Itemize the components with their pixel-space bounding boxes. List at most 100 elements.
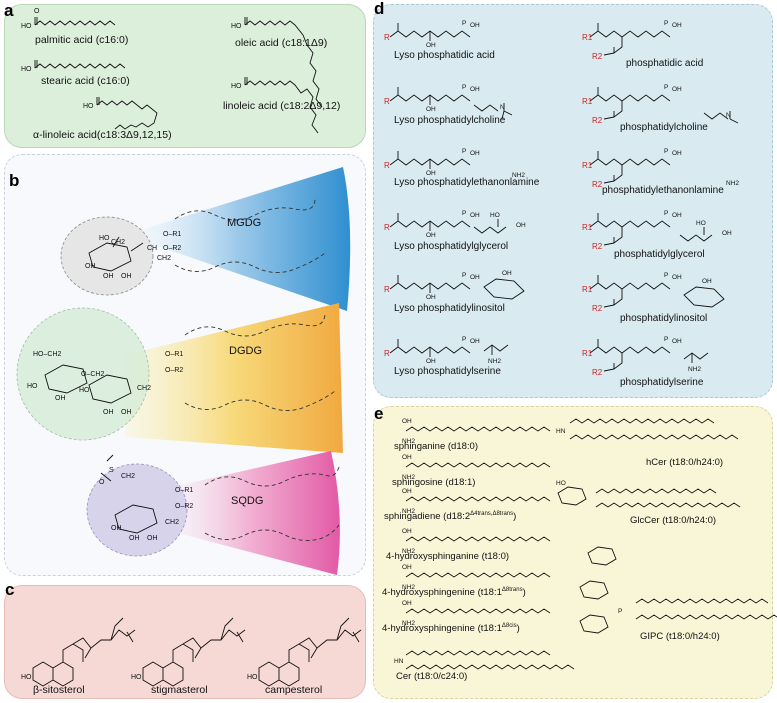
atom-oh: OH [672,274,682,281]
lipid-label-dgdg: DGDG [229,345,262,357]
atom-oh: OH [502,270,512,277]
atom-nh2: NH2 [402,548,415,555]
panel-label-b: b [9,171,20,190]
atom-r1: R1 [582,33,593,42]
atom-ho: HO [231,83,242,90]
dgdg-head-circle [16,307,150,441]
atom-oh: OH [672,22,682,29]
cer-fatty-acid-chain [405,664,575,670]
atom-oh: OH [672,86,682,93]
lyso-skeleton-1 [389,87,471,105]
sphingoid-chain-3 [405,536,551,542]
lyso-skeleton-4 [389,275,471,293]
sphingoid-chain-5 [405,608,551,614]
mgdg-head-circle [60,216,154,296]
atom-ch2: CH2 [111,239,126,246]
lyso-skeleton-2 [389,151,471,169]
glccer-fatty-acid-chain [595,502,741,508]
atom-ho: HO [21,674,32,681]
sphingoid-label-5: 4-hydroxysphingenine (t18:1Δ8cis) [382,623,520,635]
atom-p: P [664,148,668,155]
lyso-label-0: Lyso phosphatidic acid [394,50,495,61]
diacyl-glycerol-head [679,227,713,242]
diacyl-serine-head [683,352,709,363]
lipid-label-sqdg: SQDG [231,495,264,507]
atom-nh2: NH2 [402,438,415,445]
atom-nh2: NH2 [402,508,415,515]
panel-c: c HO HO HO β-sitosterol stigmasterol cam… [4,580,366,699]
lyso-label-4: Lyso phosphatidylinositol [394,303,505,314]
hcer-fatty-acid-chain [569,434,739,440]
diacyl-skeleton-4 [589,275,671,308]
diacyl-skeleton-5 [589,339,671,372]
gipc-fatty-acid-chain [635,614,777,620]
atom-r: R [384,33,390,42]
atom-hn: HN [556,428,566,435]
atom-r2: R2 [592,116,603,125]
atom-p: P [664,210,668,217]
atom-r2: R2 [592,304,603,313]
atom-nh2: NH2 [488,358,501,365]
cer-sphingoid-chain [405,650,551,656]
atom-ch2: CH2 [157,255,172,262]
lyso-skeleton-3 [389,213,471,231]
atom-o-ch2: O–CH2 [81,371,105,378]
atom-p: P [664,336,668,343]
diacyl-label-2: phosphatidylethanonlamine [602,185,724,196]
sterol-label-beta-sitosterol: β-sitosterol [33,684,85,696]
sphingoid-chain-1 [405,462,551,468]
atom-ho: HO [21,23,32,30]
atom-o: O [34,8,40,15]
atom-oh: OH [55,395,66,402]
sterol-structures [32,617,362,687]
sphingoid-chain-0 [405,426,551,432]
atom-o: O [99,479,105,486]
atom-oh: OH [402,488,412,495]
lyso-label-2: Lyso phosphatidylethanonlamine [394,177,540,188]
atom-ho: HO [231,23,242,30]
panel-label-c: c [5,580,15,599]
sphingolipid-label-glccer: GlcCer (t18:0/h24:0) [630,515,717,526]
panel-b: b [4,154,366,576]
atom-ho: HO [83,103,94,110]
atom-r2: O–R2 [163,245,182,252]
atom-r: R [384,161,390,170]
atom-oh: OH [147,535,158,542]
atom-oh: OH [426,42,436,49]
atom-p: P [664,272,668,279]
diacyl-label-4: phosphatidylinositol [620,313,708,324]
atom-oh: OH [470,338,480,345]
lyso-inositol-head [483,278,525,300]
diacyl-choline-head [703,111,739,124]
atom-oh: OH [426,170,436,177]
atom-oh: OH [426,358,436,365]
diacyl-skeleton-3 [589,213,671,246]
atom-oh: OH [129,535,140,542]
sphingoid-label-6: Cer (t18:0/c24:0) [396,671,468,682]
lyso-label-5: Lyso phosphatidylserine [394,366,501,377]
atom-oh: OH [402,418,412,425]
atom-oh: OH [672,212,682,219]
lyso-glycerol-head [473,219,507,234]
atom-oh: OH [85,263,96,270]
sterol-label-stigmasterol: stigmasterol [151,684,208,696]
atom-s: S [109,467,114,474]
atom-oh: OH [702,278,712,285]
lyso-skeleton-5 [389,339,471,357]
atom-oh: OH [402,564,412,571]
atom-oh: OH [470,22,480,29]
lyso-label-3: Lyso phosphatidylglycerol [394,241,509,252]
sqdg-head-circle [86,463,188,557]
lyso-skeleton-0 [389,23,471,41]
atom-p: P [664,20,668,27]
atom-r: R [384,285,390,294]
lyso-choline-head [473,103,513,120]
sphingoid-label-3: 4-hydroxysphinganine (t18:0) [386,551,510,562]
atom-p: P [618,608,622,615]
atom-n: N [726,112,731,119]
atom-ho: HO [21,66,32,73]
atom-oh: OH [121,409,132,416]
